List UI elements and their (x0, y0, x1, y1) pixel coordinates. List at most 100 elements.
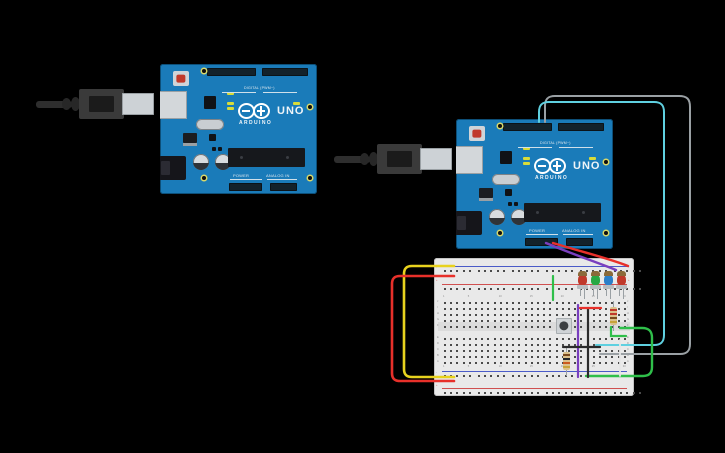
grid-hole[interactable] (456, 320, 459, 322)
grid-hole[interactable] (555, 314, 558, 316)
power-rail-hole[interactable] (496, 392, 499, 394)
grid-hole[interactable] (586, 344, 589, 346)
grid-hole[interactable] (555, 356, 558, 358)
grid-hole[interactable] (456, 356, 459, 358)
grid-hole[interactable] (462, 314, 465, 316)
digital-header-1-left[interactable] (207, 68, 256, 76)
grid-hole[interactable] (456, 302, 459, 304)
grid-hole[interactable] (543, 314, 546, 316)
grid-hole[interactable] (586, 362, 589, 364)
grid-hole[interactable] (561, 356, 564, 358)
power-rail-hole[interactable] (564, 270, 567, 272)
grid-hole[interactable] (518, 362, 521, 364)
grid-hole[interactable] (499, 320, 502, 322)
grid-hole[interactable] (524, 320, 527, 322)
digital-header-1-right[interactable] (262, 68, 308, 76)
power-rail-hole[interactable] (512, 270, 514, 272)
grid-hole[interactable] (481, 356, 484, 358)
power-rail-hole[interactable] (444, 392, 446, 394)
power-rail-hole[interactable] (546, 392, 548, 394)
power-header-2[interactable] (525, 238, 558, 246)
power-rail-hole[interactable] (580, 392, 582, 394)
grid-hole[interactable] (468, 338, 471, 340)
power-rail-hole[interactable] (518, 392, 521, 394)
power-rail-hole[interactable] (558, 375, 561, 377)
grid-hole[interactable] (580, 302, 583, 304)
grid-hole[interactable] (481, 326, 484, 328)
grid-hole[interactable] (599, 308, 601, 310)
grid-hole[interactable] (444, 320, 446, 322)
grid-hole[interactable] (493, 302, 496, 304)
power-rail-hole[interactable] (614, 375, 616, 377)
grid-hole[interactable] (543, 350, 546, 352)
grid-hole[interactable] (450, 320, 453, 322)
grid-hole[interactable] (462, 356, 465, 358)
analog-header-2[interactable] (566, 238, 593, 246)
grid-hole[interactable] (444, 356, 446, 358)
grid-hole[interactable] (605, 308, 608, 310)
power-rail-hole[interactable] (638, 270, 641, 272)
grid-hole[interactable] (530, 350, 533, 352)
grid-hole[interactable] (493, 356, 496, 358)
grid-hole[interactable] (611, 350, 614, 352)
power-rail-hole[interactable] (484, 270, 487, 272)
grid-hole[interactable] (444, 314, 446, 316)
power-rail-hole[interactable] (478, 392, 480, 394)
grid-hole[interactable] (549, 320, 552, 322)
grid-hole[interactable] (617, 314, 620, 316)
power-rail-hole[interactable] (586, 375, 589, 377)
grid-hole[interactable] (537, 350, 539, 352)
grid-hole[interactable] (537, 314, 539, 316)
power-rail-hole[interactable] (502, 288, 505, 290)
grid-hole[interactable] (599, 350, 601, 352)
grid-hole[interactable] (605, 326, 608, 328)
grid-hole[interactable] (468, 362, 471, 364)
power-rail-hole[interactable] (546, 288, 548, 290)
reset-button-2[interactable] (469, 126, 485, 141)
grid-hole[interactable] (493, 338, 496, 340)
power-rail-hole[interactable] (450, 375, 453, 377)
grid-hole[interactable] (586, 356, 589, 358)
grid-hole[interactable] (444, 302, 446, 304)
grid-hole[interactable] (543, 344, 546, 346)
power-rail-hole[interactable] (484, 392, 487, 394)
grid-hole[interactable] (518, 326, 521, 328)
grid-hole[interactable] (574, 320, 577, 322)
power-rail-hole[interactable] (632, 392, 635, 394)
power-rail-hole[interactable] (456, 270, 459, 272)
grid-hole[interactable] (611, 338, 614, 340)
grid-hole[interactable] (617, 320, 620, 322)
grid-hole[interactable] (444, 344, 446, 346)
grid-hole[interactable] (481, 314, 484, 316)
grid-hole[interactable] (518, 338, 521, 340)
grid-hole[interactable] (580, 308, 583, 310)
grid-hole[interactable] (568, 344, 570, 346)
grid-hole[interactable] (475, 302, 477, 304)
grid-hole[interactable] (549, 308, 552, 310)
power-rail-hole[interactable] (468, 270, 471, 272)
power-rail-hole[interactable] (558, 288, 561, 290)
grid-hole[interactable] (487, 302, 490, 304)
reset-button-1[interactable] (173, 71, 189, 86)
power-rail-hole[interactable] (536, 375, 539, 377)
power-rail-hole[interactable] (478, 288, 480, 290)
grid-hole[interactable] (623, 314, 626, 316)
power-rail-hole[interactable] (502, 392, 505, 394)
power-rail-hole[interactable] (638, 288, 641, 290)
power-rail-hole[interactable] (456, 392, 459, 394)
power-rail-hole[interactable] (524, 288, 527, 290)
grid-hole[interactable] (580, 350, 583, 352)
power-rail-hole[interactable] (570, 392, 573, 394)
grid-hole[interactable] (506, 302, 508, 304)
grid-hole[interactable] (456, 344, 459, 346)
grid-hole[interactable] (543, 302, 546, 304)
grid-hole[interactable] (530, 344, 533, 346)
grid-hole[interactable] (487, 344, 490, 346)
grid-hole[interactable] (561, 302, 564, 304)
power-rail-hole[interactable] (524, 270, 527, 272)
grid-hole[interactable] (592, 302, 595, 304)
power-rail-hole[interactable] (626, 392, 629, 394)
grid-hole[interactable] (549, 314, 552, 316)
power-rail-hole[interactable] (626, 270, 629, 272)
grid-hole[interactable] (592, 314, 595, 316)
